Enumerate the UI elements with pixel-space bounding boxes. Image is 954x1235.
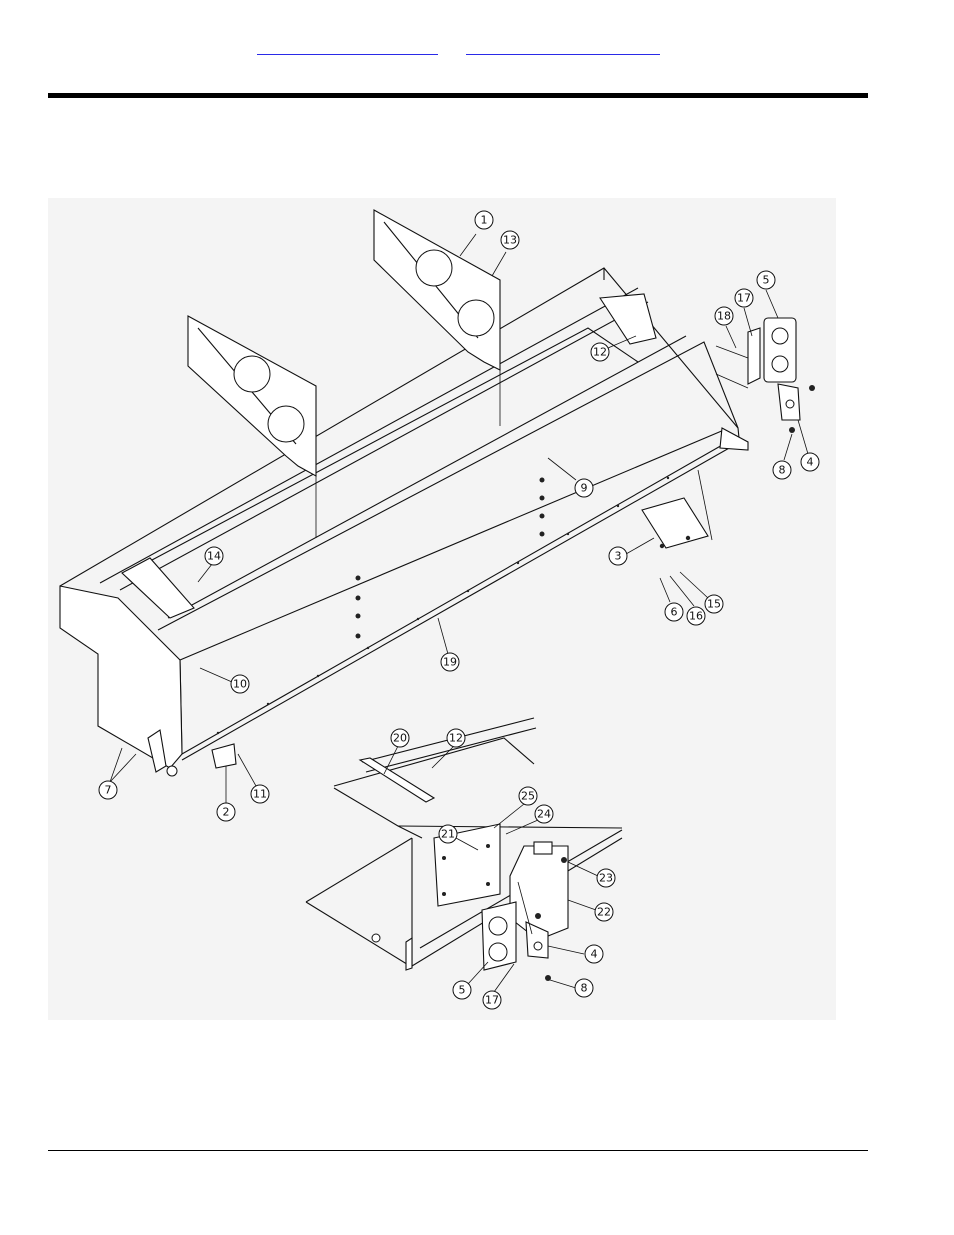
svg-text:17: 17	[485, 994, 499, 1007]
svg-text:6: 6	[671, 606, 678, 619]
svg-text:5: 5	[459, 984, 466, 997]
svg-text:22: 22	[597, 906, 611, 919]
callout-9: 9	[547, 457, 594, 498]
callout-18: 18	[714, 306, 737, 349]
svg-text:18: 18	[717, 310, 731, 323]
svg-text:14: 14	[207, 550, 221, 563]
callout-10: 10	[199, 667, 250, 694]
bracket-plate	[641, 497, 709, 549]
svg-text:16: 16	[689, 610, 703, 623]
callout-2: 2	[216, 766, 236, 822]
gusset-plate-right	[373, 209, 501, 371]
svg-text:12: 12	[449, 732, 463, 745]
callout-13: 13	[491, 230, 520, 277]
callout-25: 25	[493, 786, 538, 829]
footer-divider	[48, 1150, 868, 1151]
svg-text:4: 4	[807, 456, 814, 469]
svg-text:25: 25	[521, 790, 535, 803]
callout-1: 1	[459, 210, 494, 257]
svg-text:12: 12	[593, 346, 607, 359]
svg-text:8: 8	[581, 982, 588, 995]
callout-15: 15	[679, 571, 724, 614]
svg-text:24: 24	[537, 808, 551, 821]
svg-text:1: 1	[481, 214, 488, 227]
svg-text:2: 2	[223, 806, 230, 819]
gusset-plate-left	[187, 315, 317, 477]
callout-14: 14	[197, 546, 224, 583]
svg-text:19: 19	[443, 656, 457, 669]
svg-text:20: 20	[393, 732, 407, 745]
svg-text:15: 15	[707, 598, 721, 611]
callout-16: 16	[669, 575, 706, 626]
svg-text:21: 21	[441, 828, 455, 841]
callout-3: 3	[608, 537, 655, 566]
header-link-2[interactable]	[466, 40, 660, 55]
callout-20: 20	[383, 728, 410, 775]
svg-text:3: 3	[615, 550, 622, 563]
svg-text:5: 5	[763, 274, 770, 287]
svg-text:13: 13	[503, 234, 517, 247]
callout-17: 17	[734, 288, 754, 337]
callout-6: 6	[659, 577, 684, 622]
svg-text:10: 10	[233, 678, 247, 691]
svg-text:23: 23	[599, 872, 613, 885]
callout-12-detail: 12	[431, 728, 466, 769]
callout-11: 11	[237, 753, 270, 804]
callout-17-detail: 17	[482, 963, 515, 1010]
svg-text:8: 8	[779, 464, 786, 477]
header-divider	[48, 93, 868, 98]
svg-text:4: 4	[591, 948, 598, 961]
svg-text:11: 11	[253, 788, 267, 801]
light-assembly-upper	[715, 317, 815, 433]
callout-23: 23	[567, 861, 616, 888]
callout-4: 4	[797, 419, 820, 472]
callout-24: 24	[505, 804, 554, 835]
callout-5: 5	[756, 270, 779, 319]
callout-4-detail: 4	[547, 944, 604, 964]
hopper-body	[59, 267, 749, 777]
header-link-1[interactable]	[257, 40, 438, 55]
callout-8-detail: 8	[549, 978, 594, 998]
svg-text:7: 7	[105, 784, 112, 797]
parts-diagram: 1 13 5 17 18 12 8 4 9 3 14 6	[48, 198, 836, 1020]
callout-7: 7	[98, 747, 137, 800]
callout-19: 19	[437, 617, 460, 672]
svg-text:17: 17	[737, 292, 751, 305]
callout-8: 8	[772, 433, 793, 480]
callout-22: 22	[567, 899, 614, 922]
hopper-detail-view	[305, 717, 623, 981]
callout-21: 21	[438, 824, 479, 851]
svg-text:9: 9	[581, 482, 588, 495]
callout-12: 12	[590, 335, 637, 362]
callout-5-detail: 5	[452, 961, 489, 1000]
